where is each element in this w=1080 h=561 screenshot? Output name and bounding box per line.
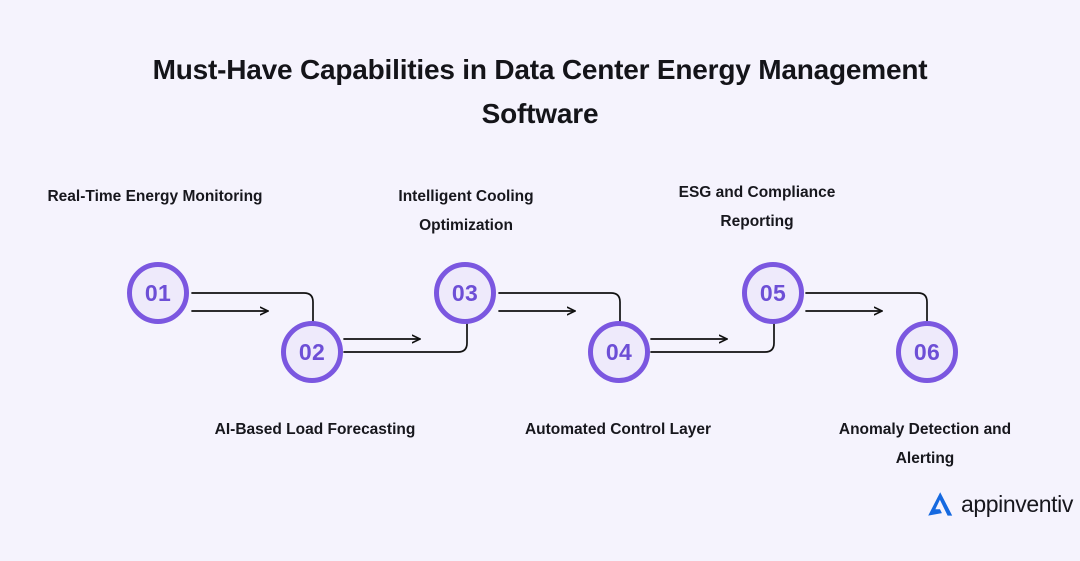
appinventiv-logo-text: appinventiv — [961, 490, 1073, 517]
step-label-02: AI-Based Load Forecasting — [214, 421, 416, 438]
appinventiv-logo: appinventiv — [925, 489, 1073, 519]
connector-04-05 — [650, 323, 775, 353]
step-label-05: ESG and Compliance Reporting — [678, 184, 836, 230]
connector-03-04 — [498, 292, 621, 323]
step-node-04[interactable]: 04 — [588, 321, 650, 383]
step-label-01: Real-Time Energy Monitoring — [47, 188, 263, 205]
step-label-06: Anomaly Detection and Alerting — [838, 421, 1012, 467]
step-node-02[interactable]: 02 — [281, 321, 343, 383]
connector-02-03 — [343, 323, 468, 353]
step-node-06[interactable]: 06 — [896, 321, 958, 383]
step-label-03: Intelligent Cooling Optimization — [398, 188, 534, 234]
step-node-03[interactable]: 03 — [434, 262, 496, 324]
page-title: Must-Have Capabilities in Data Center En… — [152, 54, 928, 129]
step-label-04: Automated Control Layer — [524, 421, 711, 438]
appinventiv-logo-icon — [928, 492, 953, 516]
step-node-05[interactable]: 05 — [742, 262, 804, 324]
connector-01-02 — [191, 292, 314, 323]
connector-05-06 — [805, 292, 928, 323]
step-node-01[interactable]: 01 — [127, 262, 189, 324]
